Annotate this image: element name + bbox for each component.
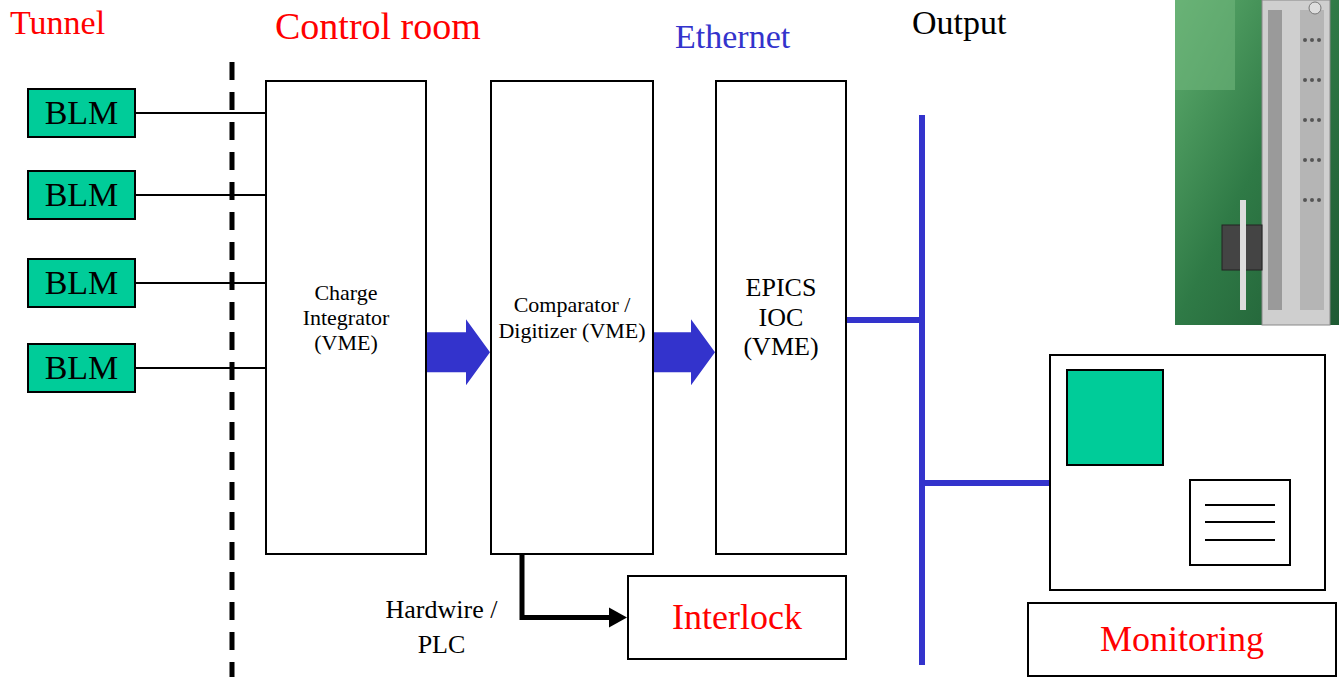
connector	[522, 555, 627, 628]
connector	[136, 195, 265, 196]
node-text: Charge Integrator (VME)	[276, 280, 416, 356]
ethernet-bus	[919, 115, 925, 665]
connector	[136, 368, 265, 369]
region-label: Tunnel	[10, 4, 105, 41]
tunnel-boundary	[230, 62, 235, 677]
node-text: Interlock	[672, 597, 802, 638]
connector	[136, 283, 265, 284]
detector-box: BLM	[27, 88, 136, 138]
node-text: BLM	[45, 263, 119, 302]
connector-label: Hardwire / PLC	[379, 592, 504, 662]
module-box: Charge Integrator (VME)	[265, 80, 427, 555]
detector-box: BLM	[27, 343, 136, 393]
detector-box: BLM	[27, 170, 136, 220]
module-box: EPICS IOC (VME)	[715, 80, 847, 555]
connector	[136, 113, 265, 114]
monitor-screen	[1050, 355, 1325, 590]
connector	[654, 319, 715, 385]
ethernet-link	[922, 480, 1050, 486]
ethernet-link	[847, 317, 922, 323]
module-box: Comparator / Digitizer (VME)	[490, 80, 654, 555]
node-text: BLM	[45, 348, 119, 387]
output-board-photo	[1175, 0, 1339, 325]
network-label: Ethernet	[675, 18, 790, 55]
part-label: Output	[912, 4, 1006, 41]
connector	[427, 319, 490, 385]
node-text: BLM	[45, 175, 119, 214]
node-text: EPICS IOC (VME)	[731, 273, 831, 363]
region-label: Control room	[275, 6, 481, 48]
monitoring-box: Monitoring	[1027, 602, 1337, 677]
node-text: BLM	[45, 93, 119, 132]
interlock-box: Interlock	[627, 575, 847, 660]
node-text: Comparator / Digitizer (VME)	[497, 292, 647, 343]
node-text: Monitoring	[1100, 619, 1264, 660]
detector-box: BLM	[27, 258, 136, 308]
